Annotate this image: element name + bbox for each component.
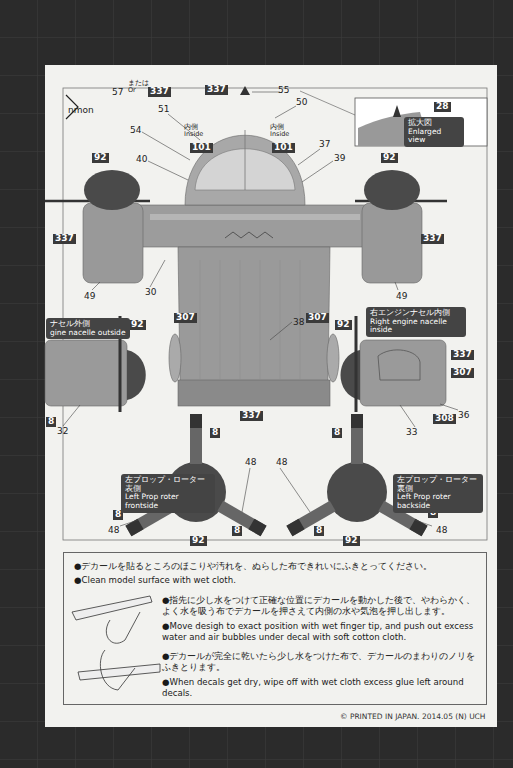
callout-box: 307	[174, 313, 197, 323]
callout-number: 32	[57, 427, 68, 437]
callout-number: 36	[458, 411, 469, 421]
callout-box: 337	[451, 350, 474, 360]
instruction-text: ●Move desigh to exact position with wet …	[162, 621, 478, 643]
callout-box: 92	[381, 153, 398, 163]
instruction-text: ●When decals get dry, wipe off with wet …	[162, 677, 478, 699]
callout-number: 54	[130, 126, 141, 136]
view-title: 右エンジンナセル内側	[370, 309, 462, 318]
callout-number: © PRINTED IN JAPAN. 2014.05 (N) UCH	[340, 713, 486, 721]
callout-number: 48	[108, 526, 119, 536]
callout-number: 57	[112, 88, 123, 98]
callout-box: 8	[210, 428, 220, 438]
callout-box: 337	[205, 85, 228, 95]
callout-box: 92	[343, 536, 360, 546]
view-title: gine nacelle outside	[50, 329, 126, 338]
view-title: 拡大図	[408, 119, 460, 128]
view-title: 左プロップ・ローター裏側	[397, 476, 479, 493]
callout-box: 337	[53, 234, 76, 244]
callout-number: 51	[158, 105, 169, 115]
view-title: Right engine nacelle inside	[370, 318, 462, 335]
callout-number: 49	[84, 292, 95, 302]
callout-box: 307	[451, 368, 474, 378]
callout-box: 308	[433, 414, 456, 424]
callout-number: 38	[293, 318, 304, 328]
callout-box: 8	[46, 417, 56, 427]
view-title: Left Prop roter frontside	[125, 493, 211, 510]
callout-box: 337	[148, 87, 171, 97]
callout-number: 内側 Inside	[184, 124, 214, 138]
instruction-text: ●デカールを貼るところのほこりや汚れを、ぬらした布できれいにふきとってください。	[74, 561, 474, 572]
view-label: 左プロップ・ローター裏側Left Prop roter backside	[393, 474, 483, 513]
callout-number: 55	[278, 86, 289, 96]
callout-number: 48	[436, 526, 447, 536]
callout-number: 33	[406, 428, 417, 438]
callout-box: 101	[190, 143, 213, 153]
callout-number: 内側 Inside	[270, 124, 300, 138]
callout-box: 337	[240, 411, 263, 421]
view-title: Enlarged view	[408, 128, 460, 145]
view-label: 右エンジンナセル内側Right engine nacelle inside	[366, 307, 466, 337]
view-title: ナセル外側	[50, 320, 126, 329]
callout-number: 37	[319, 140, 330, 150]
callout-box: 8	[314, 526, 324, 536]
callout-box: 92	[92, 153, 109, 163]
callout-number: 30	[145, 288, 156, 298]
callout-box: 92	[335, 320, 352, 330]
callout-box: 101	[272, 143, 295, 153]
view-title: Left Prop roter backside	[397, 493, 479, 510]
callout-box: 28	[434, 102, 451, 112]
instruction-text: ●デカールが完全に乾いたら少し水をつけた布で、デカールのまわりのノリをふきとりま…	[162, 651, 478, 673]
callout-box: 92	[190, 536, 207, 546]
instruction-panel: ●デカールを貼るところのほこりや汚れを、ぬらした布できれいにふきとってください。…	[63, 552, 487, 705]
callout-number: 40	[136, 155, 147, 165]
view-label: 拡大図Enlarged view	[404, 117, 464, 147]
callout-box: 337	[421, 234, 444, 244]
callout-box: 8	[332, 428, 342, 438]
callout-number: 39	[334, 154, 345, 164]
callout-box: 92	[129, 320, 146, 330]
view-title: 左プロップ・ローター表側	[125, 476, 211, 493]
callout-number: 49	[396, 292, 407, 302]
callout-number: 48	[245, 458, 256, 468]
instruction-text: ●指先に少し水をつけて正確な位置にデカールを動かした後で、やわらかく、よく水を吸…	[162, 595, 478, 617]
instruction-text: ●Clean model surface with wet cloth.	[74, 575, 474, 586]
callout-box: 8	[232, 526, 242, 536]
view-label: ナセル外側gine nacelle outside	[46, 318, 130, 339]
callout-box: 307	[306, 313, 329, 323]
callout-number: 50	[296, 98, 307, 108]
view-label: 左プロップ・ローター表側Left Prop roter frontside	[121, 474, 215, 513]
callout-number: nmon	[68, 106, 94, 116]
callout-number: 48	[276, 458, 287, 468]
